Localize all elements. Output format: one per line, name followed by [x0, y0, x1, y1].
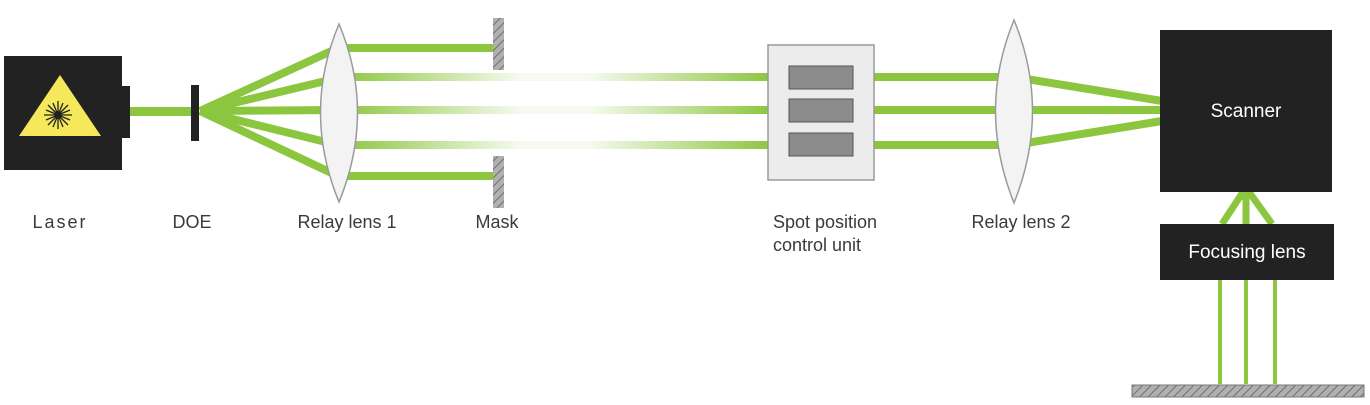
beams-lens2-scanner [1013, 73, 1163, 149]
doe-label: DOE [172, 212, 211, 232]
relay-lens-2 [994, 18, 1034, 206]
focusing-lens-box [1160, 224, 1334, 280]
laser-source [4, 56, 130, 170]
spot-slot-top [788, 65, 854, 90]
scanner-box [1160, 30, 1332, 192]
relay-lens-1-label: Relay lens 1 [297, 212, 396, 232]
relay-lens-1 [319, 22, 359, 204]
beam-relay-bottom [340, 141, 770, 149]
beams-spot-lens2 [872, 73, 1014, 149]
beams-focusing-workpiece [1218, 280, 1277, 384]
beam-relay-top [340, 73, 770, 81]
beams-scanner-focusing [1219, 189, 1275, 227]
beam-relay-middle [340, 106, 770, 114]
beam-to-mask-bottom [338, 172, 493, 180]
laser-warning-icon [19, 75, 101, 136]
spot-slot-middle [788, 98, 854, 123]
beam-to-mask-top [338, 44, 493, 52]
relay-lens-2-label: Relay lens 2 [971, 212, 1070, 232]
spot-position-label-line1: Spot position [773, 212, 877, 232]
focusing-lens-label: Focusing lens [1188, 242, 1305, 263]
spot-position-control-unit [767, 44, 875, 181]
spot-position-label-line2: control unit [773, 235, 861, 255]
spot-slot-bottom [788, 132, 854, 157]
mask [493, 18, 504, 208]
mask-label: Mask [475, 212, 519, 232]
doe-element [191, 85, 199, 141]
laser-label: Laser [32, 212, 87, 232]
scanner-label: Scanner [1211, 101, 1282, 122]
beam-laser-doe [128, 107, 192, 116]
workpiece [1131, 384, 1365, 398]
beam-fan-doe-lens1 [198, 44, 340, 180]
